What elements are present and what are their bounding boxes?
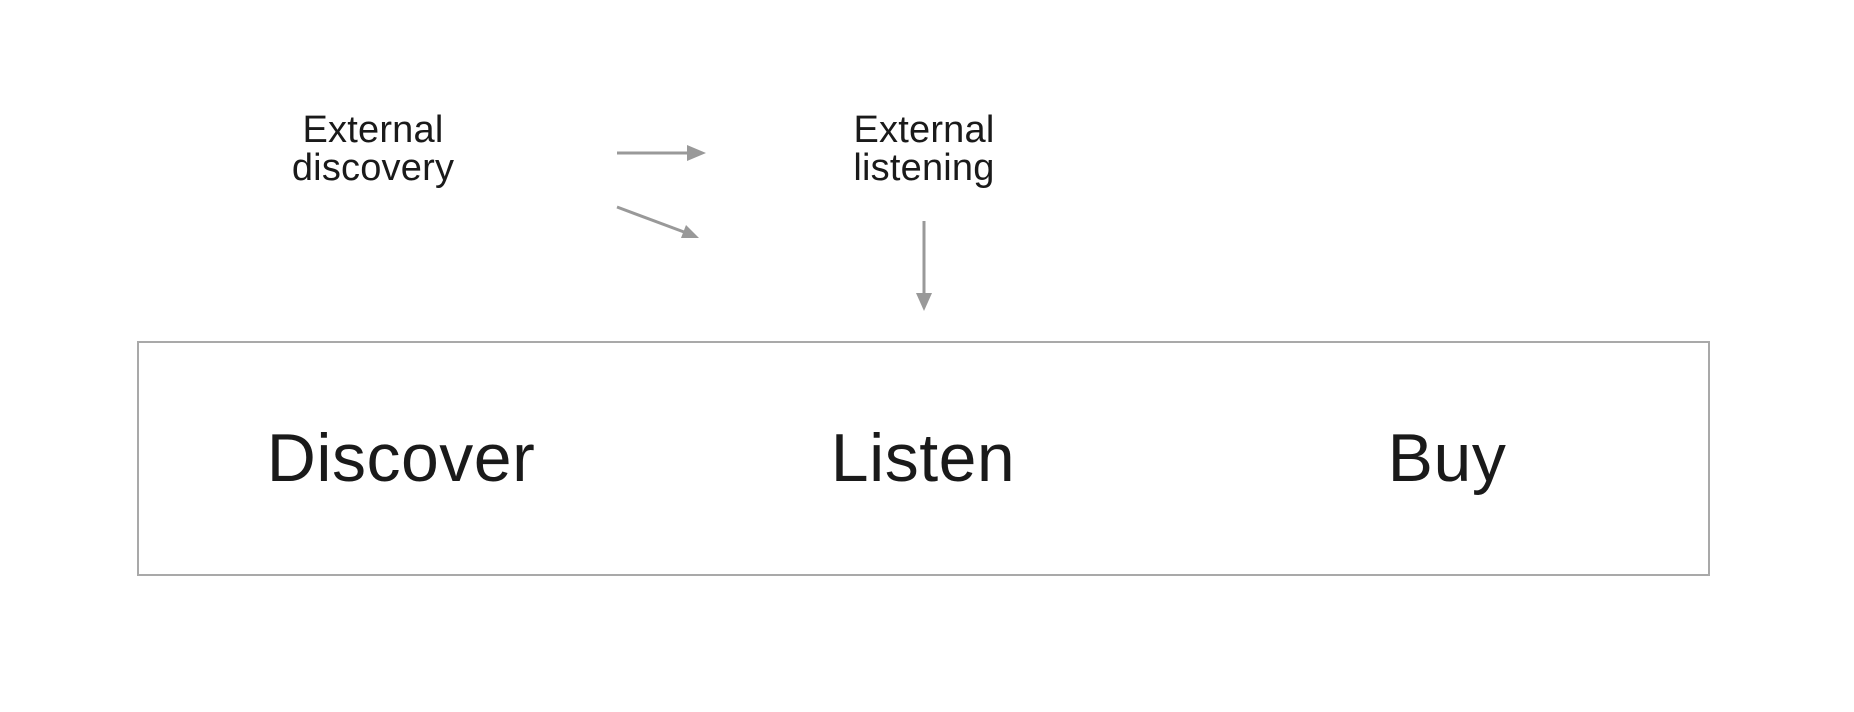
funnel-step-buy: Buy	[1387, 420, 1507, 496]
external-discovery-label: External discovery	[291, 109, 455, 189]
funnel-step-discover: Discover	[266, 420, 536, 496]
down-arrow-icon	[916, 221, 932, 311]
funnel-box	[137, 341, 1710, 576]
diagonal-arrow-icon	[616, 205, 699, 238]
right-arrow-icon	[617, 145, 706, 161]
external-listening-label: External listening	[853, 109, 995, 189]
funnel-step-listen: Listen	[830, 420, 1016, 496]
